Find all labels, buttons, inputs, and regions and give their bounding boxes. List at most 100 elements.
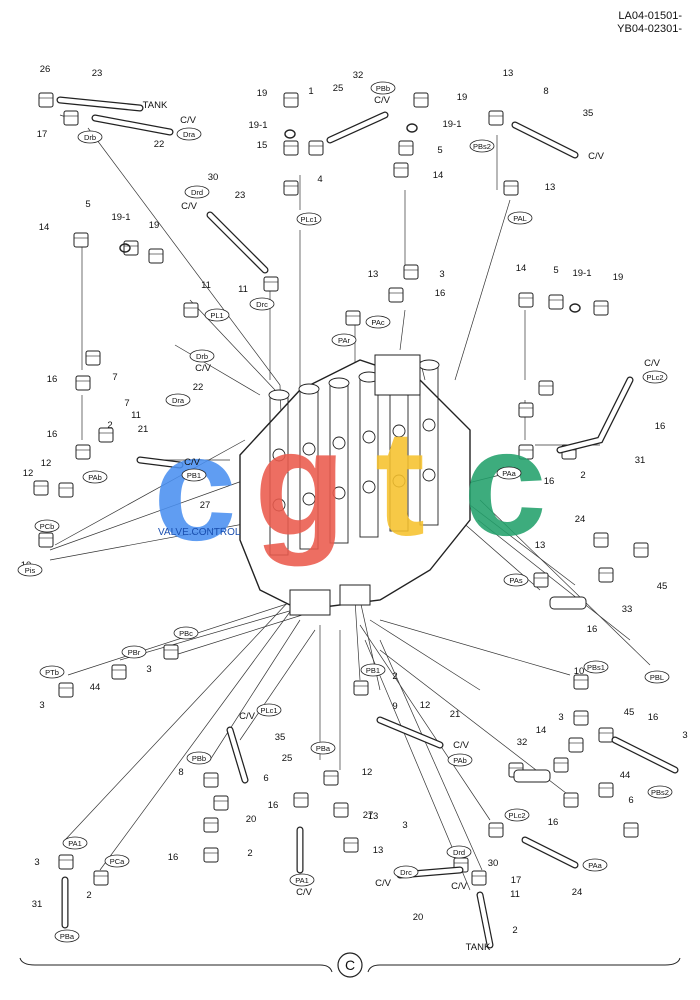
watermark-text: VALVE.CONTROL	[158, 527, 241, 538]
leader-line	[399, 309, 406, 351]
port-label: Drd	[184, 185, 210, 199]
port-label: PAb	[82, 470, 108, 484]
part-number-label: 44	[620, 770, 631, 781]
port-code: PAb	[453, 756, 467, 765]
port-bore	[362, 480, 376, 494]
port-label: PCa	[104, 854, 130, 868]
o-ring	[119, 243, 131, 253]
o-ring	[569, 303, 581, 313]
part-number-label: 17	[511, 875, 522, 886]
part-number-label: 13	[368, 811, 379, 822]
port-label: PB1	[360, 663, 386, 677]
part-number-label: 30	[208, 172, 219, 183]
port-label: PAc	[365, 315, 391, 329]
part-number-label: 23	[235, 190, 246, 201]
valve-bottom-fitting	[289, 589, 331, 616]
port-label: PBs2	[647, 785, 673, 799]
port-code: PAr	[338, 336, 350, 345]
fitting-part	[633, 542, 649, 558]
part-number-label: 16	[548, 817, 559, 828]
fitting-part	[85, 350, 101, 366]
part-number-label: 21	[138, 424, 149, 435]
part-number-label: 13	[373, 845, 384, 856]
annotation-word: TANK	[143, 100, 168, 111]
leader-line	[64, 599, 291, 841]
port-label: Dra	[176, 127, 202, 141]
part-number-label: 13	[535, 540, 546, 551]
fitting-part	[398, 140, 414, 156]
port-oval	[176, 127, 202, 141]
fitting-part	[563, 792, 579, 808]
part-number-label: 23	[0, 0, 5, 3]
hose-inner	[92, 115, 173, 135]
port-oval	[173, 626, 199, 640]
fitting-part	[623, 822, 639, 838]
port-code: PBr	[128, 648, 141, 657]
fitting-part	[518, 402, 534, 418]
port-label: Drc	[249, 297, 275, 311]
part-number-label: 12	[41, 458, 52, 469]
port-bore	[422, 468, 436, 482]
fitting-part	[283, 140, 299, 156]
fitting-part	[93, 870, 109, 886]
fitting-part	[393, 162, 409, 178]
fitting-part	[593, 300, 609, 316]
port-oval	[469, 139, 495, 153]
port-bore	[392, 474, 406, 488]
leader-line	[54, 439, 246, 546]
part-number-label: 11	[131, 410, 141, 421]
fitting-part	[471, 870, 487, 886]
annotation-word: C/V	[375, 878, 392, 889]
hose-inner	[612, 737, 678, 773]
part-number-label: 17	[37, 129, 48, 140]
part-number-label: 16	[435, 288, 446, 299]
hose-inner	[557, 377, 633, 453]
part-number-label: 25	[333, 83, 344, 94]
spool-cap	[268, 389, 290, 401]
port-oval	[77, 130, 103, 144]
port-label: PA1	[62, 836, 88, 850]
part-number-label: 13	[545, 182, 556, 193]
port-oval	[17, 563, 43, 577]
part-number-label: 26	[40, 64, 51, 75]
part-number-label: 19-1	[572, 268, 591, 279]
leader-line	[209, 619, 301, 761]
port-oval	[583, 660, 609, 674]
hose-inner	[377, 717, 443, 748]
port-oval	[644, 670, 670, 684]
port-oval	[165, 393, 191, 407]
watermark-letter: t	[375, 399, 425, 567]
fitting-part	[203, 772, 219, 788]
port-code: Pis	[25, 566, 36, 575]
fitting-part	[111, 664, 127, 680]
annotation-word: C/V	[239, 711, 256, 722]
annotation-word: C/V	[195, 363, 212, 374]
leader-line	[49, 479, 246, 551]
port-bore	[332, 436, 346, 450]
fitting-part	[488, 822, 504, 838]
part-number-label: 7	[112, 372, 117, 383]
port-code: Drc	[256, 300, 268, 309]
port-oval	[503, 573, 529, 587]
annotation-word: C/V	[588, 151, 605, 162]
port-oval	[504, 808, 530, 822]
fitting-part	[553, 757, 569, 773]
port-oval	[446, 845, 472, 859]
part-number-label: 1	[308, 86, 313, 97]
part-number-label: 3	[558, 712, 563, 723]
part-number-label: 22	[154, 139, 165, 150]
fitting-part	[403, 264, 419, 280]
fitting-part	[75, 444, 91, 460]
annotation-word: C/V	[184, 457, 201, 468]
port-oval	[642, 370, 668, 384]
footer-brace	[19, 957, 681, 973]
part-number-label: 3	[34, 857, 39, 868]
port-bore	[272, 448, 286, 462]
part-number-label: 5	[437, 145, 442, 156]
port-oval	[370, 81, 396, 95]
port-label: Drb	[77, 130, 103, 144]
port-bore	[362, 430, 376, 444]
port-code: PAa	[588, 861, 602, 870]
part-number-label: 11	[510, 889, 520, 900]
